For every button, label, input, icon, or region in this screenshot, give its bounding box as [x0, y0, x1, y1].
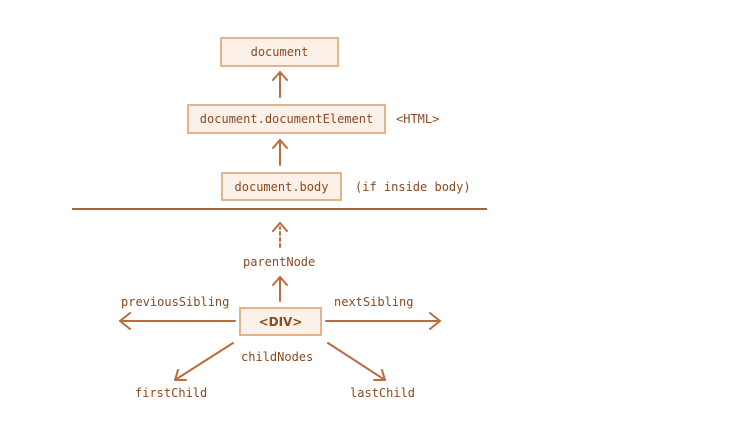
- html-note: <HTML>: [396, 112, 440, 126]
- parent-node-arrow: [272, 276, 288, 302]
- document-body-node-label: document.body: [234, 179, 329, 194]
- next-sibling-arrow: [325, 312, 441, 330]
- last-child-label: lastChild: [350, 386, 416, 400]
- document-node-label: document: [250, 45, 309, 59]
- document-element-node: document.documentElement: [187, 104, 386, 134]
- previous-sibling-label: previousSibling: [121, 295, 230, 309]
- dashed-parent-arrow: [272, 222, 288, 248]
- next-sibling-label: nextSibling: [334, 295, 414, 309]
- previous-sibling-arrow: [119, 312, 236, 330]
- document-element-node-label: document.documentElement: [199, 112, 374, 126]
- child-nodes-label: childNodes: [241, 350, 314, 364]
- first-child-label: firstChild: [135, 386, 208, 400]
- first-child-arrow: [174, 342, 234, 381]
- parent-node-label: parentNode: [243, 255, 316, 269]
- document-body-node: document.body: [221, 172, 342, 201]
- inside-body-note: (if inside body): [355, 180, 471, 194]
- arrow-to-document-element: [272, 139, 288, 166]
- last-child-arrow: [327, 342, 386, 381]
- arrow-to-document: [272, 71, 288, 98]
- document-node: document: [220, 37, 339, 67]
- div-node: <DIV>: [239, 307, 322, 336]
- div-node-label: <DIV>: [258, 314, 303, 329]
